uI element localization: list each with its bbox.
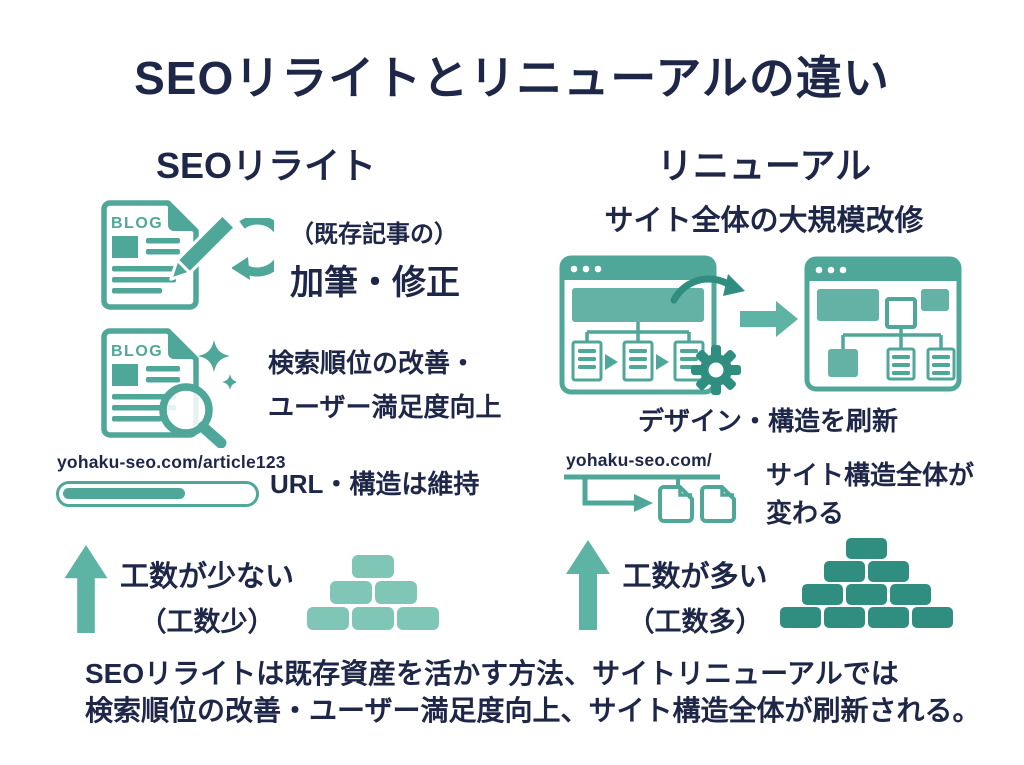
rewrite-line1: （既存記事の） — [290, 221, 458, 248]
right-url-text: yohaku-seo.com/ — [566, 450, 712, 470]
magnifier-icon — [159, 383, 227, 448]
blog-badge-text: BLOG — [111, 215, 163, 232]
effort-brick — [867, 607, 909, 628]
effort-brick — [307, 606, 349, 630]
effort-brick — [911, 607, 953, 628]
sitemap-change-icon — [564, 474, 736, 523]
url-keep-label: URL・構造は維持 — [270, 469, 480, 499]
effort-brick — [889, 584, 931, 605]
page-file-icon — [658, 485, 694, 523]
effort-brick — [397, 606, 439, 630]
effort-brick — [845, 584, 887, 605]
left-url-text: yohaku-seo.com/article123 — [57, 452, 286, 472]
renewal-caption: デザイン・構造を刷新 — [637, 406, 898, 436]
left-column-heading: SEOリライト — [155, 145, 377, 186]
right-effort-line1: 工数が多い — [622, 561, 768, 593]
effort-brick — [801, 584, 843, 605]
blog-document-pencil-icon: BLOG — [101, 200, 238, 310]
sparkle-icon — [198, 340, 230, 372]
structure-change-line2: 変わる — [766, 498, 845, 528]
up-arrow-icon — [64, 545, 108, 633]
summary-text: SEOリライトは既存資産を活かす方法、サイトリニューアルでは 検索順位の改善・ユ… — [85, 655, 980, 729]
effort-brick — [867, 561, 909, 582]
effort-brick — [352, 606, 394, 630]
right-arrow-icon — [740, 301, 798, 337]
effort-brick — [823, 561, 865, 582]
rewrite-text-block: （既存記事の） 加筆・修正 — [290, 214, 460, 304]
summary-line2: 検索順位の改善・ユーザー満足度向上、サイト構造全体が刷新される。 — [85, 695, 981, 726]
left-effort-line2: （工数少） — [139, 607, 275, 637]
large-effort-pyramid — [776, 537, 956, 629]
left-effort-line1: 工数が少ない — [119, 561, 294, 593]
page-title: SEOリライトとリニューアルの違い — [134, 52, 890, 104]
effort-brick — [823, 607, 865, 628]
right-effort-line2: （工数多） — [627, 607, 763, 637]
refresh-arrow-icon — [232, 218, 274, 280]
blog-document-magnifier-icon: BLOG — [101, 328, 236, 448]
gear-icon — [691, 345, 741, 395]
summary-line1: SEOリライトは既存資産を活かす方法、サイトリニューアルでは — [85, 658, 899, 689]
sparkle-small-icon — [222, 374, 236, 390]
rewrite-line2: 加筆・修正 — [290, 264, 460, 302]
left-effort-text: 工数が少ない （工数少） — [110, 553, 304, 639]
right-column-heading: リニューアル — [656, 145, 872, 186]
structure-change-line1: サイト構造全体が — [766, 460, 975, 490]
url-progress-bar — [56, 481, 259, 507]
small-effort-pyramid — [303, 553, 443, 631]
improve-line2: ユーザー満足度向上 — [268, 392, 502, 422]
improve-line1: 検索順位の改善・ — [268, 348, 477, 378]
effort-brick — [779, 607, 821, 628]
effort-brick — [845, 538, 887, 559]
new-website-icon — [804, 256, 962, 392]
right-effort-text: 工数が多い （工数多） — [610, 553, 780, 639]
improve-text-block: 検索順位の改善・ ユーザー満足度向上 — [268, 341, 501, 429]
pencil-icon — [169, 212, 238, 281]
effort-brick — [352, 554, 394, 578]
right-column-subheading: サイト全体の大規模改修 — [604, 205, 924, 237]
up-arrow-icon — [566, 540, 610, 630]
effort-brick — [374, 580, 417, 604]
old-website-gear-icon — [559, 255, 745, 395]
blog-badge-text: BLOG — [111, 343, 163, 360]
page-file-icon — [700, 485, 736, 523]
effort-brick — [329, 580, 372, 604]
structure-change-text: サイト構造全体が 変わる — [766, 456, 974, 532]
url-progress-fill — [63, 488, 185, 499]
